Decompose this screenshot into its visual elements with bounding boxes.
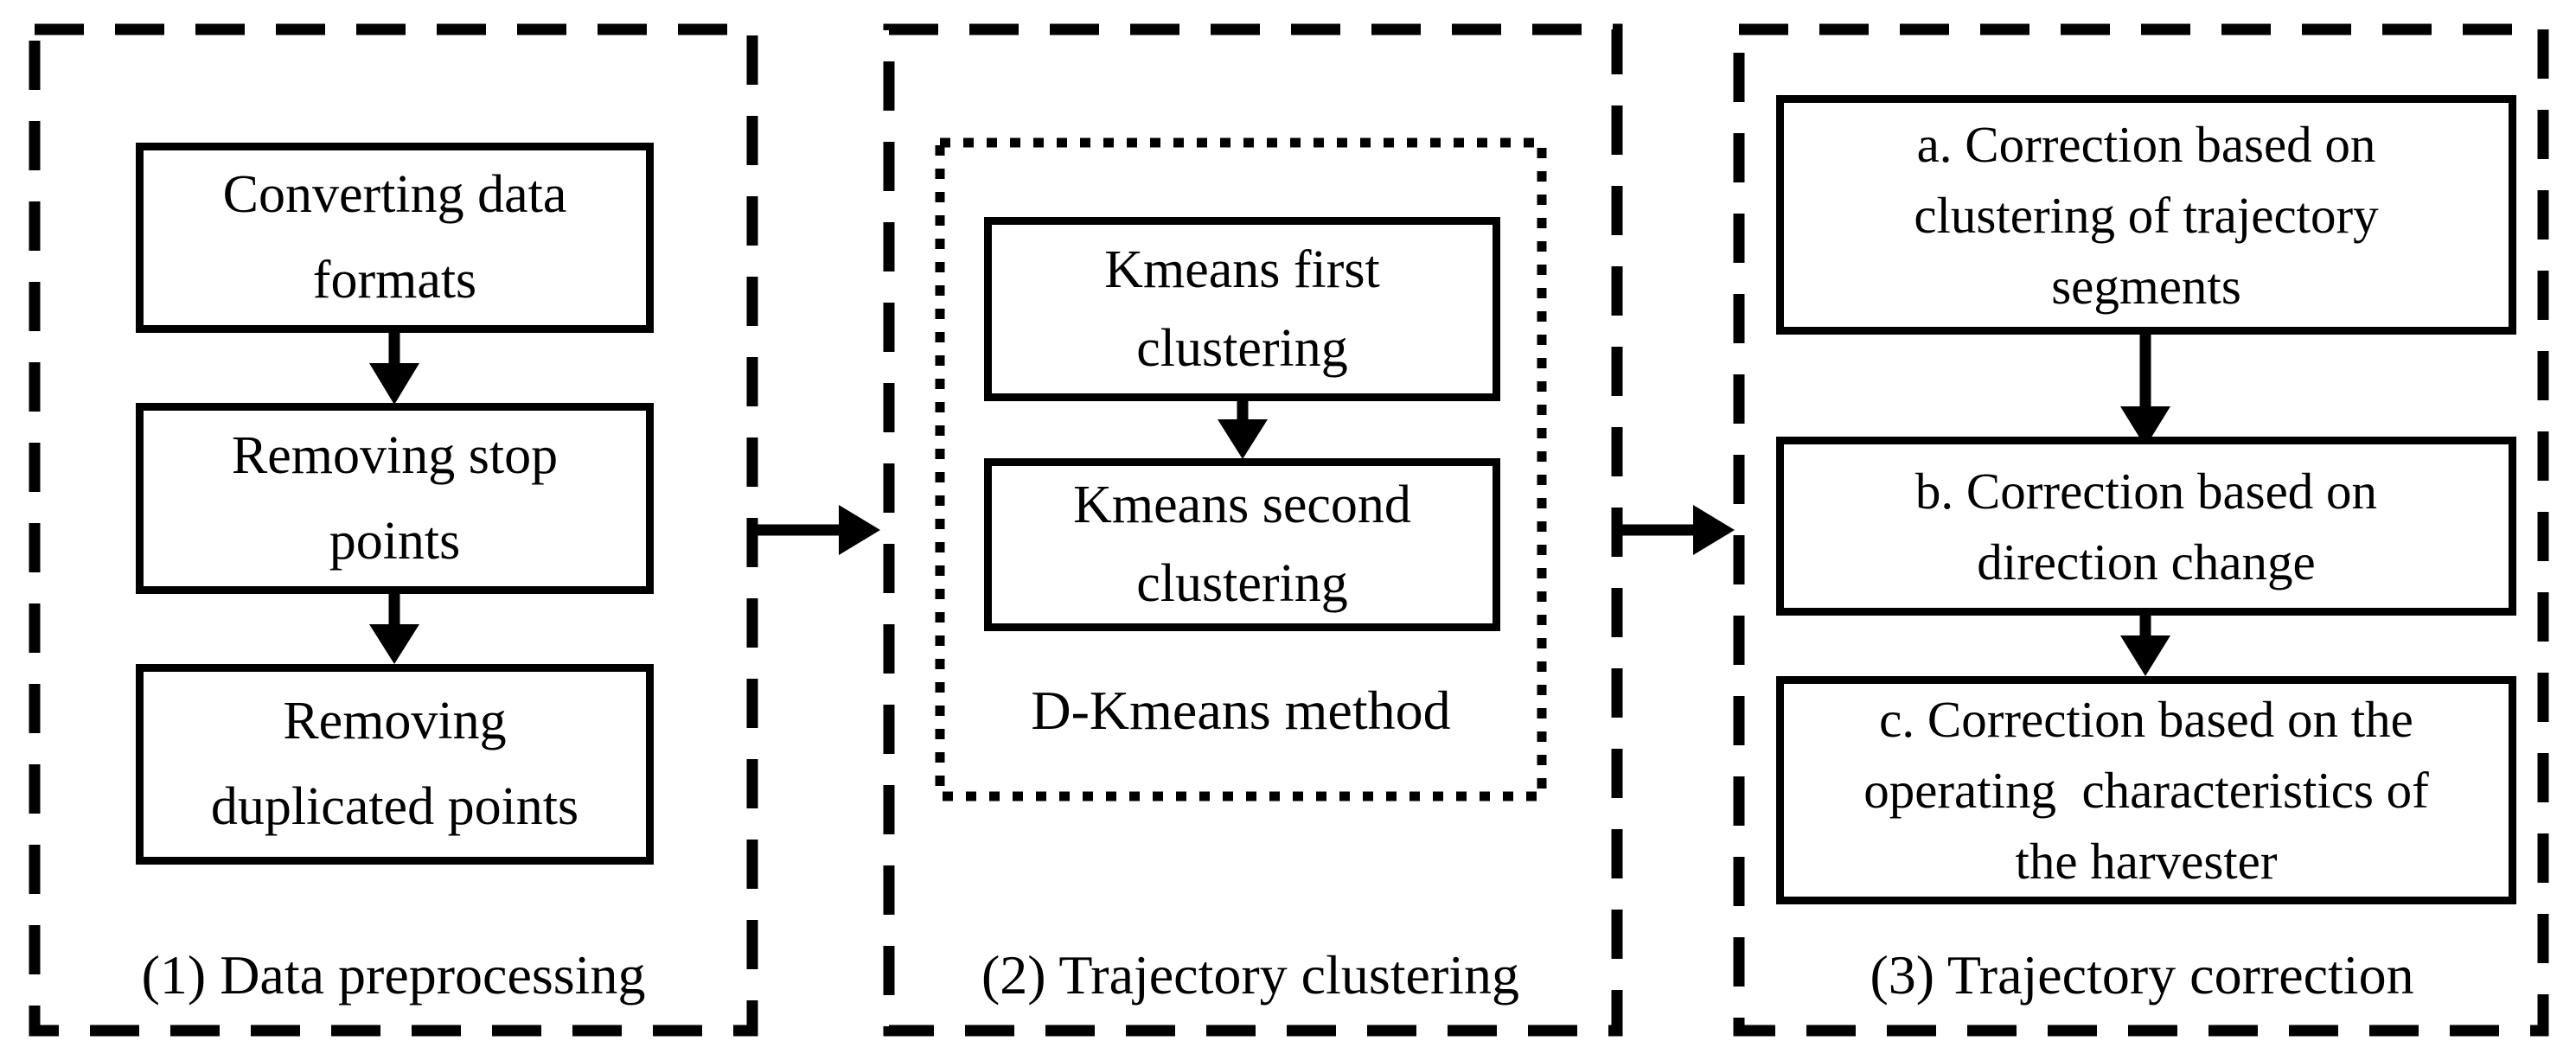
box-correction-clustering-segments: a. Correction based on clustering of tra… [1776,95,2516,335]
box-text-line: operating characteristics of [1863,762,2429,819]
box-text-line: clustering of trajectory [1914,186,2379,244]
box-correction-operating-characteristics: c. Correction based on the operating cha… [1776,676,2516,904]
panel-1-caption: (1) Data preprocessing [141,944,646,1006]
arrow-right-icon-panel-1-to-2 [757,505,880,555]
box-removing-duplicated-points: Removing duplicated points [136,664,654,865]
box-kmeans-first-clustering: Kmeans first clustering [984,217,1500,401]
arrow-down-icon-box-a-to-b-correction [2120,333,2170,447]
box-text-line: Kmeans second [1073,476,1411,534]
arrow-right-icon-panel-2-to-3 [1617,505,1735,555]
box-converting-data-formats: Converting data formats [136,143,654,333]
panel-3-caption: (3) Trajectory correction [1870,944,2414,1006]
arrow-down-icon-box-b-to-c-correction [2120,614,2170,676]
panel-3-dashed-border [1733,23,2549,1037]
box-text-line: c. Correction based on the [1879,691,2413,748]
panel-2-caption: (2) Trajectory clustering [981,944,1520,1006]
box-text-line: b. Correction based on [1914,462,2378,520]
box-text-line: direction change [1977,533,2316,591]
box-removing-stop-points: Removing stop points [136,403,654,594]
box-text-line: points [329,511,461,571]
box-text-line: segments [2051,257,2241,315]
box-text-line: Kmeans first [1104,239,1380,299]
box-text-line: Removing [283,692,507,750]
arrow-down-icon-box-a-to-b [369,331,419,405]
box-text-line: duplicated points [210,777,579,836]
box-text-line: Converting data [222,165,567,224]
box-correction-direction-change: b. Correction based on direction change [1776,437,2516,616]
box-text-line: clustering [1136,554,1348,613]
box-kmeans-second-clustering: Kmeans second clustering [984,458,1500,631]
box-text-line: a. Correction based on [1916,115,2376,173]
box-text-line: Removing stop [231,425,559,485]
box-text-line: formats [312,251,477,310]
box-text-line: the harvester [2015,833,2278,890]
box-text-line: clustering [1136,318,1348,378]
panel-1-dashed-border [29,23,758,1037]
dkmeans-method-label: D-Kmeans method [1031,680,1451,741]
arrow-down-icon-box-b-to-c [369,592,419,664]
arrow-down-icon-kmeans-first-to-second [1218,399,1268,459]
